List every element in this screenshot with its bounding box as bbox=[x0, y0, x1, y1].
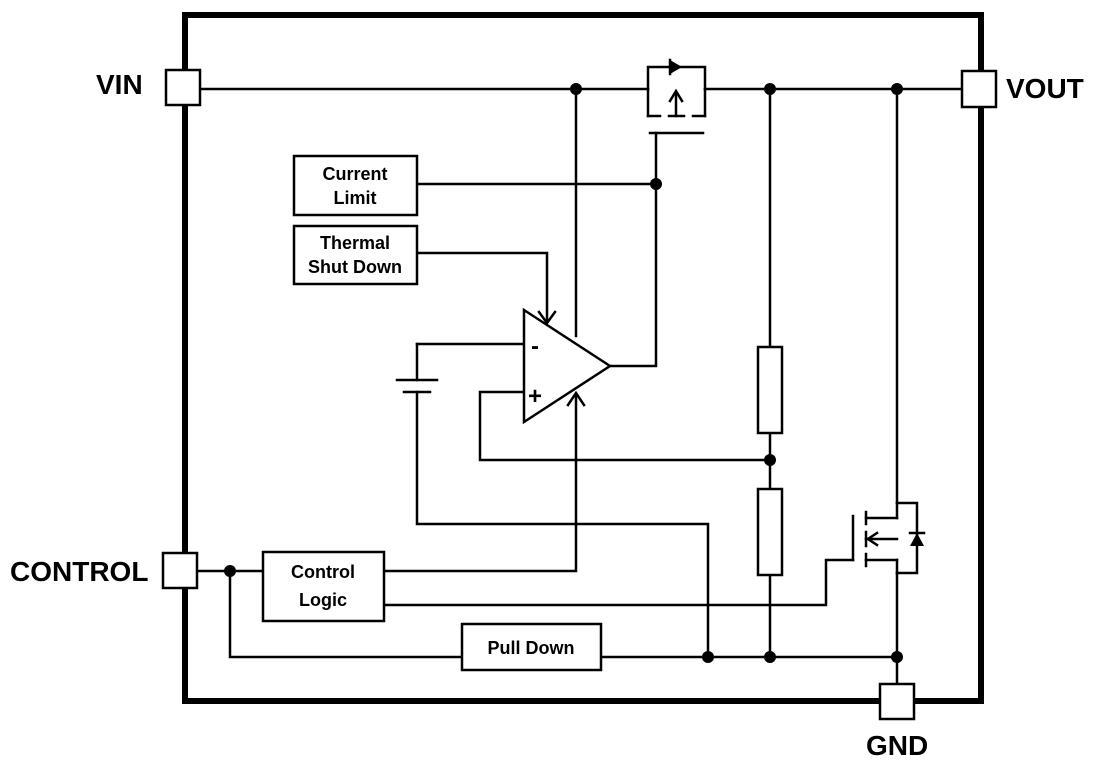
gnd-label: GND bbox=[866, 730, 928, 761]
wires bbox=[195, 87, 964, 686]
reference-battery bbox=[395, 378, 439, 394]
control-logic-block: Control Logic bbox=[261, 550, 386, 623]
discharge-mosfet bbox=[851, 501, 926, 575]
opamp-plus-label: + bbox=[528, 383, 542, 410]
pass-mosfet bbox=[646, 58, 707, 135]
resistor-upper bbox=[756, 345, 784, 435]
thermal-shutdown-block: Thermal Shut Down bbox=[292, 224, 419, 286]
error-amplifier: - + bbox=[522, 307, 613, 425]
pull-down-block: Pull Down bbox=[460, 622, 603, 672]
control-logic-label-line2: Logic bbox=[299, 590, 347, 610]
control-pin bbox=[161, 551, 199, 590]
current-limit-label-line2: Limit bbox=[334, 188, 377, 208]
current-limit-label-line1: Current bbox=[322, 164, 387, 184]
vin-label: VIN bbox=[96, 69, 143, 100]
package-outline bbox=[182, 12, 984, 704]
junction-dots bbox=[224, 83, 903, 663]
current-limit-block: Current Limit bbox=[292, 154, 419, 217]
thermal-shutdown-label-line2: Shut Down bbox=[308, 257, 402, 277]
resistor-lower bbox=[756, 487, 784, 577]
vin-pin bbox=[164, 68, 202, 107]
opamp-minus-label: - bbox=[531, 333, 539, 360]
vout-label: VOUT bbox=[1006, 73, 1084, 104]
pull-down-label: Pull Down bbox=[488, 638, 575, 658]
control-label: CONTROL bbox=[10, 556, 148, 587]
thermal-shutdown-label-line1: Thermal bbox=[320, 233, 390, 253]
control-logic-label-line1: Control bbox=[291, 562, 355, 582]
gnd-pin bbox=[878, 682, 916, 721]
vout-pin bbox=[960, 69, 998, 109]
